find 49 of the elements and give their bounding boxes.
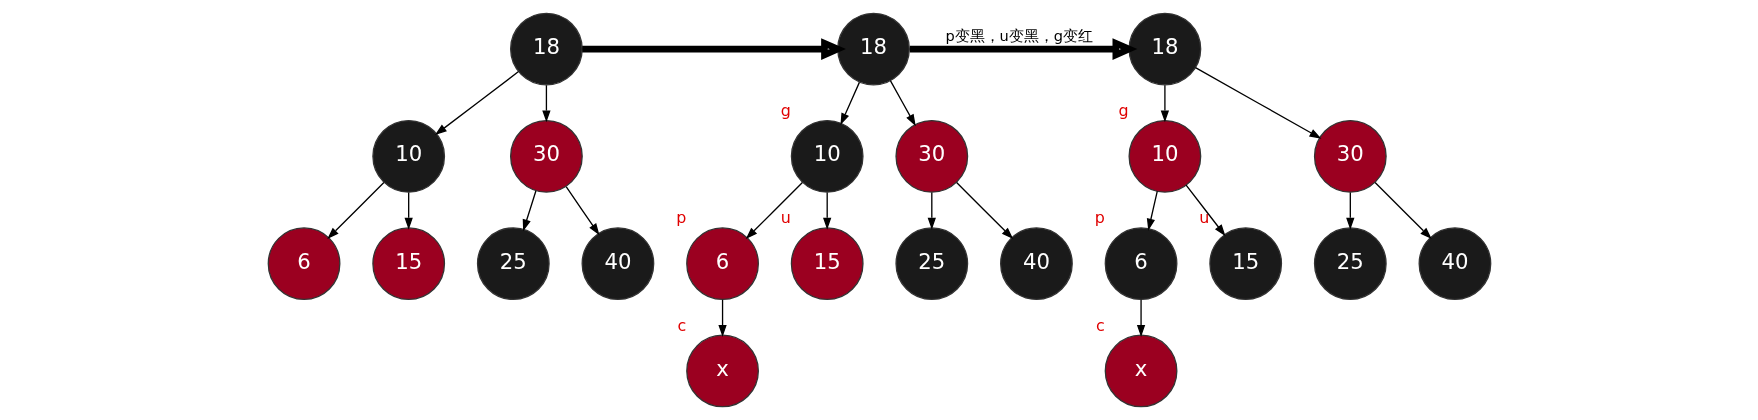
arrow [1184, 184, 1226, 237]
node-circle: 15 [790, 227, 864, 301]
node-circle: x [685, 334, 759, 408]
arrow [1136, 299, 1145, 337]
edge-label: p变黑，u变黑，g变红 [944, 26, 1093, 44]
arrow [745, 181, 803, 240]
node-label: g [1118, 101, 1129, 121]
arrow [1345, 191, 1354, 230]
arrow [1146, 190, 1158, 231]
arrow [889, 80, 916, 127]
node-circle: 30 [509, 119, 583, 193]
arrow [434, 70, 519, 136]
node-circle: 15 [1208, 227, 1282, 301]
node-label: u [1198, 208, 1209, 228]
arrow [581, 38, 846, 60]
node-label: u [780, 208, 791, 228]
node-circle: 40 [581, 227, 654, 301]
arrow [717, 299, 727, 337]
arrow [404, 191, 413, 230]
arrow [909, 38, 1137, 60]
arrow [839, 81, 860, 126]
node-circle: 30 [894, 119, 968, 193]
arrow [822, 191, 831, 230]
arrow [522, 190, 537, 232]
node-circle: 18 [1128, 12, 1201, 86]
arrow [955, 181, 1013, 240]
node-circle: 10 [1128, 119, 1201, 193]
arrow [927, 191, 936, 230]
node-circle: 10 [790, 119, 864, 193]
node-label: p [1094, 208, 1105, 228]
node-circle: 25 [1313, 227, 1387, 301]
arrow [565, 186, 599, 236]
node-circle: 18 [509, 12, 583, 86]
arrow [1194, 67, 1321, 139]
node-circle: 18 [836, 12, 910, 86]
node-circle: 25 [476, 227, 550, 301]
node-label: p [675, 208, 686, 228]
node-label: g [780, 101, 791, 121]
arrow [1373, 181, 1432, 240]
node-circle: 6 [1104, 227, 1177, 301]
node-circle: 30 [1313, 119, 1387, 193]
node-circle: x [1104, 334, 1177, 408]
node-circle: 25 [894, 227, 968, 301]
node-label: c [1095, 315, 1105, 335]
arrow [1160, 84, 1169, 123]
arrow [541, 84, 551, 123]
node-label: c [677, 315, 686, 335]
arrow [326, 181, 385, 240]
node-circle: 15 [371, 227, 445, 301]
